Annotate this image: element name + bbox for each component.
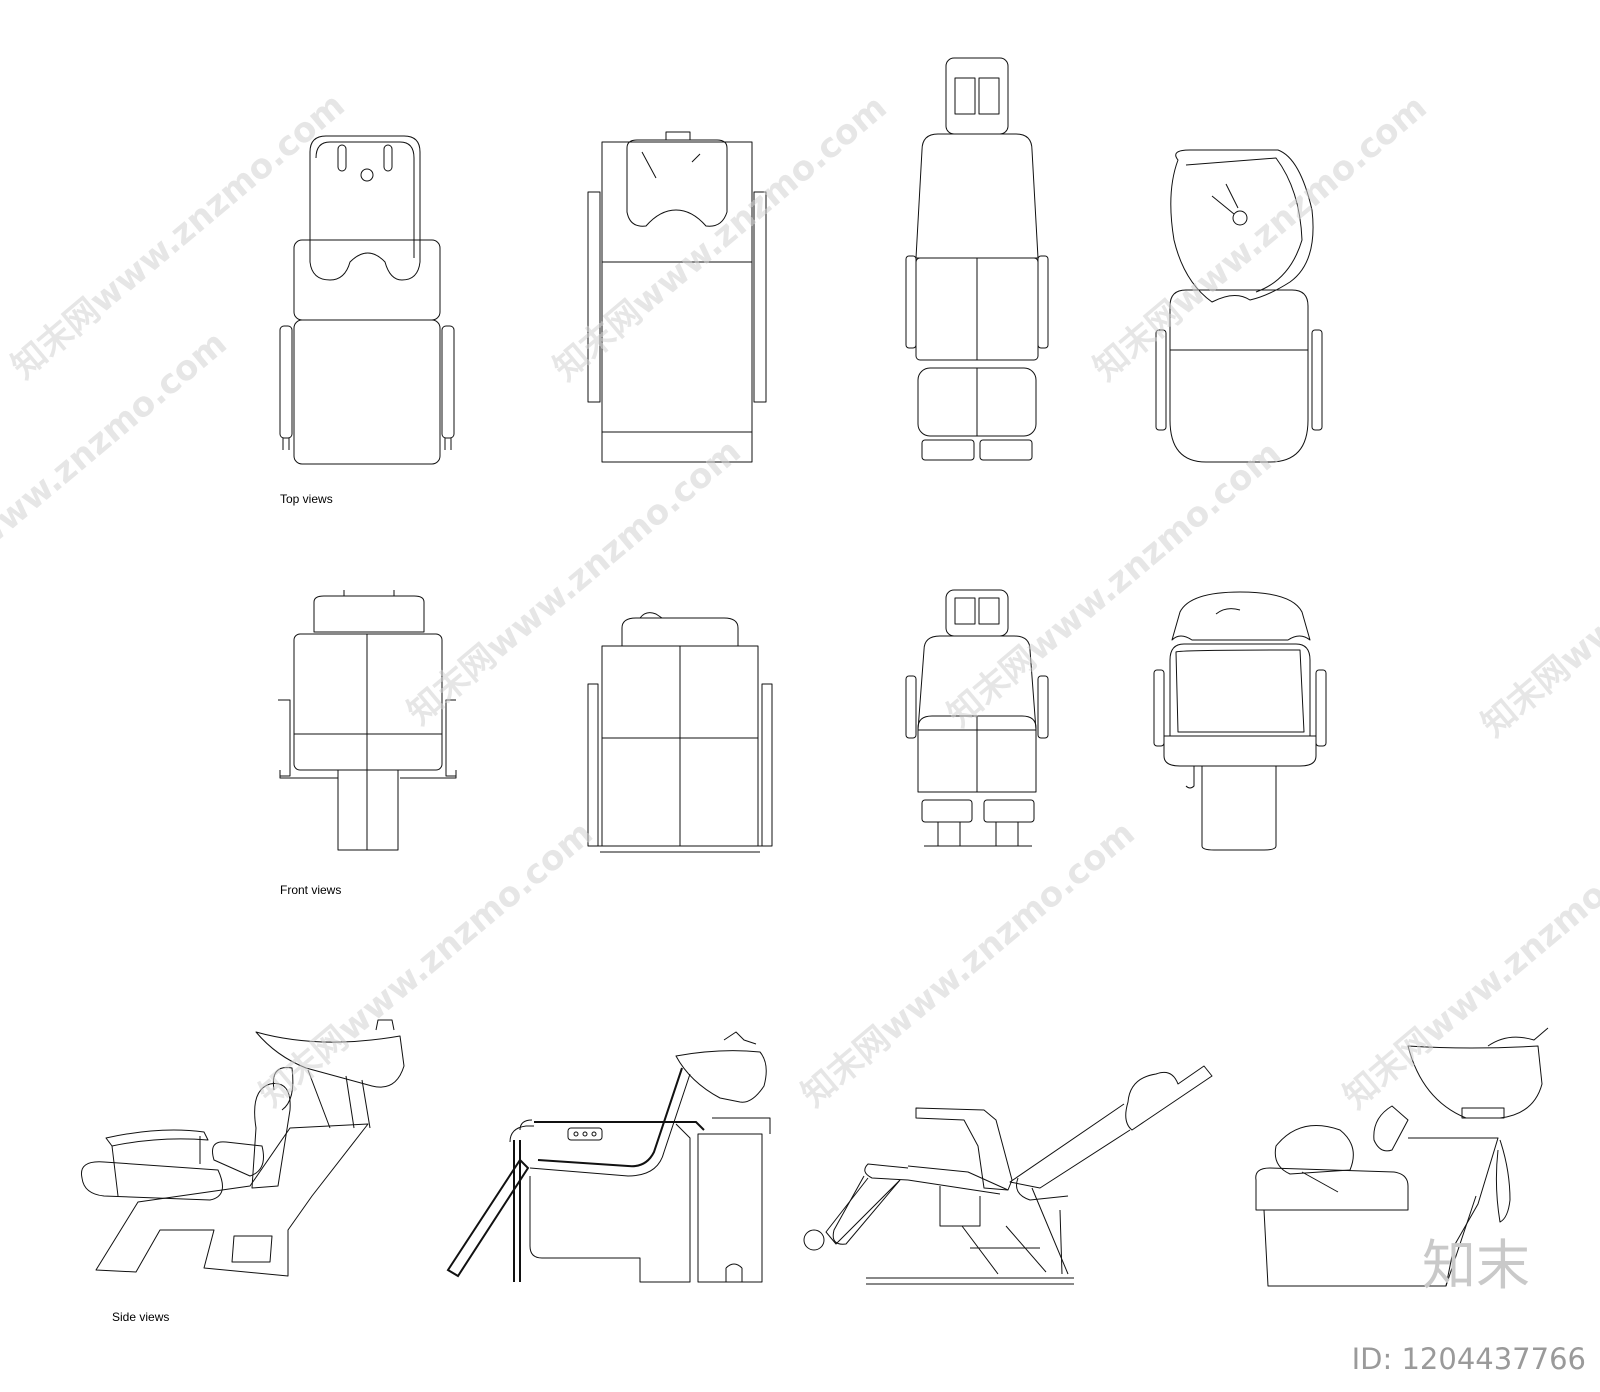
front-view-chair-3 <box>905 589 1049 847</box>
top-view-chair-3 <box>905 57 1049 461</box>
watermark-text: 知末网www.znzmo.com <box>546 87 895 389</box>
side-view-chair-1 <box>80 1019 405 1277</box>
watermark-text: 知末网www.znzmo.com <box>4 85 353 387</box>
top-view-chair-4 <box>1155 149 1323 463</box>
image-id-watermark: ID: 1204437766 <box>1351 1342 1586 1376</box>
watermark-text: 知末网www.znzmo.com <box>1336 815 1600 1117</box>
front-view-chair-1 <box>278 590 457 851</box>
brand-watermark: 知末 <box>1422 1234 1530 1297</box>
front-view-chair-2 <box>587 612 773 853</box>
watermark-text: 知末网www.znzmo.com <box>252 813 601 1115</box>
side-view-chair-2 <box>446 1031 771 1283</box>
side-view-chair-4 <box>1255 1027 1549 1287</box>
watermark-layer: 知末网www.znzmo.com 知末网www.znzmo.com 知末网www… <box>0 85 1600 1117</box>
top-views-label: Top views <box>280 492 333 506</box>
front-view-chair-4 <box>1153 591 1327 851</box>
front-views-label: Front views <box>280 883 342 897</box>
watermark-text: 知末网www.znzmo.com <box>400 431 749 733</box>
top-view-chair-2 <box>587 131 767 463</box>
watermark-text: 知末网www.znzmo.com <box>940 433 1289 735</box>
watermark-text: 知末网www.znzmo.com <box>1474 443 1600 745</box>
side-views-label: Side views <box>112 1310 170 1324</box>
side-view-chair-3 <box>803 1065 1213 1285</box>
watermark-text: 知末网www.znzmo.com <box>1086 87 1435 389</box>
top-view-chair-1 <box>279 135 455 465</box>
watermark-text: 知末网www.znzmo.com <box>794 813 1143 1115</box>
